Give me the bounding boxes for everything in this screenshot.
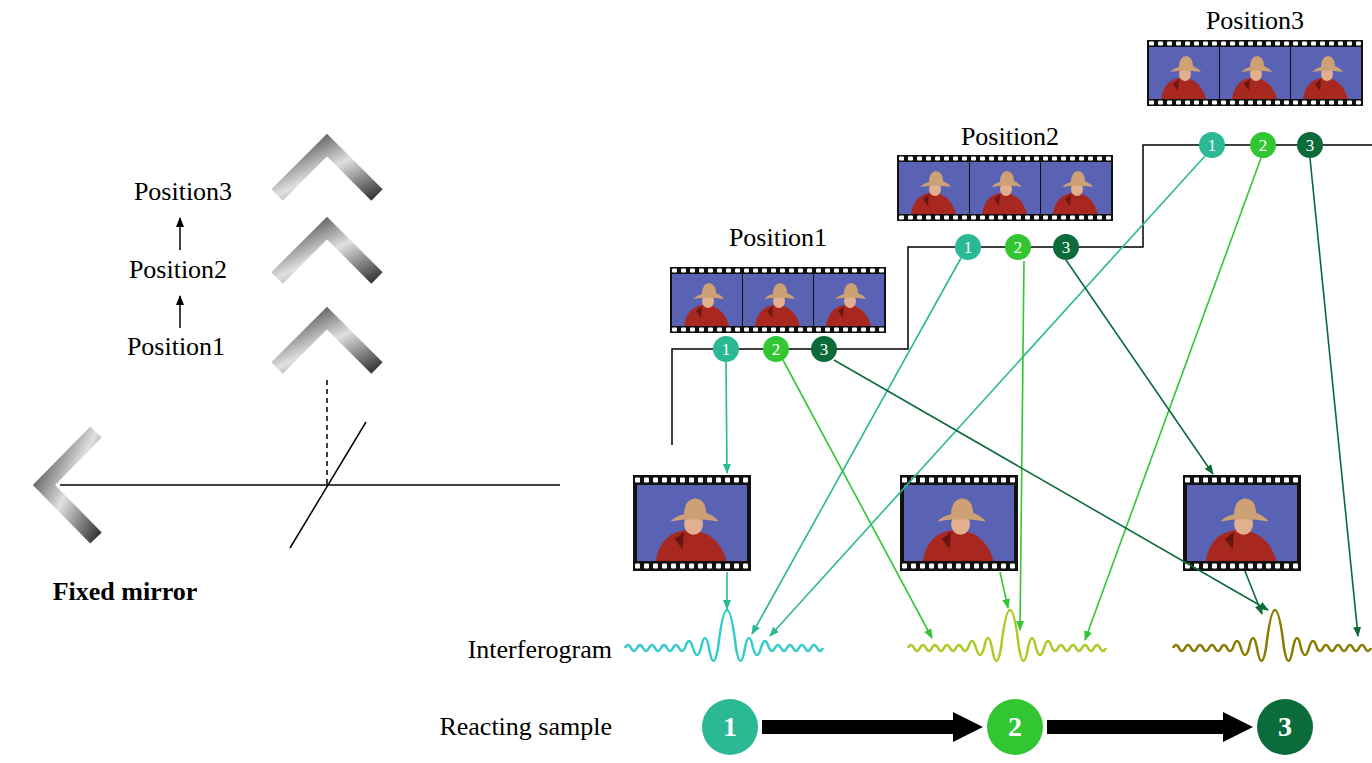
sampling-arrow bbox=[726, 362, 727, 473]
time-point-circle: 2 bbox=[763, 336, 789, 362]
circle-number: 3 bbox=[1062, 239, 1071, 256]
position-heading: Position2 bbox=[961, 122, 1059, 152]
sampling-arrow bbox=[770, 156, 1205, 636]
beam-splitter bbox=[290, 422, 366, 548]
step-arrow bbox=[179, 218, 181, 250]
circle-number: 1 bbox=[722, 341, 731, 358]
moving-mirror bbox=[277, 318, 377, 368]
process-arrow-group bbox=[762, 727, 955, 728]
mirror-position-label: Position3 bbox=[134, 177, 232, 207]
time-point-circle: 1 bbox=[713, 336, 739, 362]
interferogram-curve bbox=[908, 610, 1106, 661]
film-strip bbox=[670, 267, 886, 333]
circle-number: 3 bbox=[820, 341, 829, 358]
time-point-circle: 3 bbox=[1297, 132, 1323, 158]
process-arrow bbox=[762, 720, 955, 734]
position-heading: Position3 bbox=[1206, 6, 1304, 36]
circle-number: 2 bbox=[1259, 137, 1268, 154]
sampling-arrow bbox=[1085, 158, 1261, 640]
circle-number: 2 bbox=[772, 341, 781, 358]
step-arrow bbox=[179, 296, 181, 328]
time-point-circle: 3 bbox=[811, 336, 837, 362]
circle-number: 1 bbox=[723, 713, 737, 741]
circle-number: 2 bbox=[1008, 713, 1022, 741]
mirror-position-label: Position1 bbox=[127, 332, 225, 362]
circle-number: 2 bbox=[1014, 239, 1023, 256]
position-heading: Position1 bbox=[729, 223, 827, 253]
sampling-arrow bbox=[726, 572, 728, 609]
sampling-arrow bbox=[1245, 571, 1262, 614]
beam-path bbox=[326, 380, 328, 485]
beam-path bbox=[60, 484, 560, 486]
time-point-circle: 1 bbox=[1199, 132, 1225, 158]
mirror-position-label: Position2 bbox=[129, 255, 227, 285]
time-point-circle: 2 bbox=[1250, 132, 1276, 158]
row-label: Reacting sample bbox=[439, 712, 612, 742]
sampling-arrow bbox=[834, 360, 1268, 610]
circle-number: 3 bbox=[1306, 137, 1315, 154]
fixed-mirror bbox=[44, 432, 96, 538]
interferogram-curve bbox=[625, 610, 823, 661]
sample-state-circle: 1 bbox=[702, 699, 758, 755]
time-point-circle: 2 bbox=[1005, 234, 1031, 260]
process-arrow bbox=[1047, 720, 1225, 734]
film-single bbox=[900, 475, 1018, 571]
interferogram-curve bbox=[1173, 610, 1371, 661]
time-point-circle: 1 bbox=[955, 234, 981, 260]
film-strip bbox=[897, 155, 1113, 221]
film-single bbox=[1183, 475, 1301, 571]
sampling-arrow bbox=[783, 360, 932, 638]
mirror-label: Fixed mirror bbox=[53, 577, 198, 607]
circle-number: 1 bbox=[1208, 137, 1217, 154]
circle-number: 3 bbox=[1278, 713, 1292, 741]
time-point-circle: 3 bbox=[1053, 234, 1079, 260]
sampling-arrow bbox=[1066, 260, 1213, 474]
sampling-arrow bbox=[1310, 158, 1358, 636]
sampling-arrow bbox=[1000, 572, 1008, 608]
sample-state-circle: 3 bbox=[1257, 699, 1313, 755]
sampling-arrow bbox=[1020, 261, 1024, 630]
sampling-arrow bbox=[752, 258, 961, 634]
circle-number: 1 bbox=[964, 239, 973, 256]
moving-mirror bbox=[277, 228, 377, 278]
film-single bbox=[633, 475, 751, 571]
film-strip bbox=[1147, 40, 1363, 106]
process-arrow-group bbox=[1047, 727, 1225, 728]
row-label: Interferogram bbox=[468, 635, 612, 665]
sample-state-circle: 2 bbox=[987, 699, 1043, 755]
moving-mirror bbox=[277, 145, 377, 195]
